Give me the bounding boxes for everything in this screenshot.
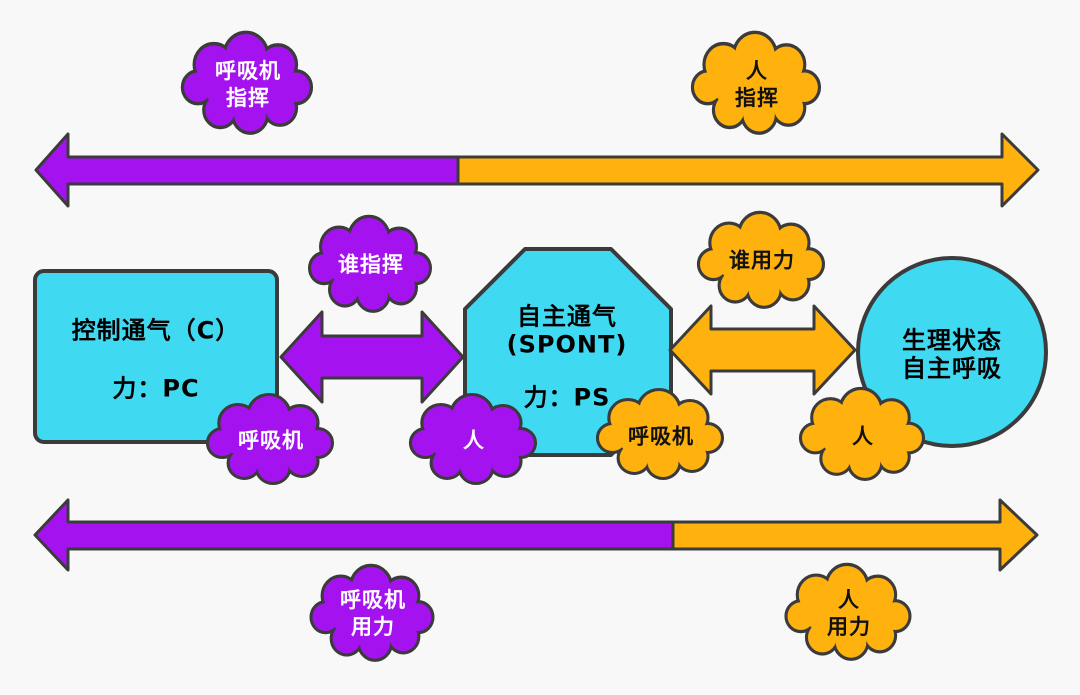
- cloud-text-line: 呼吸机: [340, 588, 406, 613]
- clouds-group: [180, 30, 926, 662]
- cloud-bump: [430, 415, 518, 467]
- cloud-text-line: 人: [746, 59, 768, 84]
- cloud-text-line: 指挥: [226, 86, 270, 110]
- circle-line1: 生理状态: [902, 326, 1002, 355]
- octagon-force: 力：PS: [523, 383, 611, 412]
- cloud-text-line: 指挥: [735, 86, 779, 110]
- who-works-double-arrow: [668, 304, 857, 396]
- who-commands-double-arrow: [279, 310, 465, 404]
- cloud-label-person-effort: 人 用力: [827, 587, 871, 641]
- cloud-label-who-commands: 谁指挥: [338, 252, 404, 277]
- ventilator-cloud-right: [595, 388, 725, 480]
- cloud-label-person-commands: 人 指挥: [735, 58, 779, 112]
- cloud-bump: [329, 238, 413, 294]
- cloud-text-line: 呼吸机: [215, 59, 281, 84]
- cloud-bump: [617, 410, 705, 462]
- control-box-force: 力：PC: [112, 374, 200, 403]
- cloud-text-line: 人: [838, 588, 860, 613]
- who-commands-cloud: [308, 214, 432, 313]
- person-effort-cloud: [784, 562, 912, 661]
- person-cloud-left: [408, 393, 538, 485]
- cloud-bump: [820, 409, 906, 463]
- control-ventilation-box: [33, 269, 279, 444]
- person-commands-cloud: [690, 30, 822, 135]
- top-arrow-purple-segment: [34, 132, 460, 208]
- circle-line2: 自主呼吸: [902, 354, 1002, 383]
- cloud-label-person-right: 人: [852, 424, 874, 449]
- person-cloud-right: [798, 386, 926, 481]
- octagon-title: 自主通气: [517, 302, 617, 331]
- cloud-label-ventilator-left: 呼吸机: [238, 428, 304, 453]
- ventilator-effort-cloud: [309, 563, 435, 662]
- cloud-bump: [227, 415, 315, 467]
- physiology-circle: [856, 256, 1048, 448]
- control-box-title: 控制通气（C）: [71, 316, 241, 345]
- cloud-label-ventilator-right: 呼吸机: [628, 424, 694, 449]
- ventilator-cloud-left: [205, 393, 335, 485]
- cloud-bump: [712, 55, 802, 115]
- cloud-text-line: 用力: [351, 615, 395, 639]
- cloud-label-person-left: 人: [463, 428, 485, 453]
- who-works-cloud: [696, 210, 826, 309]
- cloud-label-ventilator-commands: 呼吸机 指挥: [215, 58, 281, 112]
- bottom-arrow-purple-segment: [33, 498, 675, 572]
- cloud-bump: [718, 234, 806, 290]
- ventilator-commands-cloud: [180, 30, 314, 135]
- top-arrow-orange-segment: [456, 132, 1040, 208]
- octagon-subtitle: (SPONT): [506, 330, 628, 359]
- cloud-bump: [203, 55, 293, 115]
- bottom-arrow-orange-segment: [671, 498, 1039, 572]
- cloud-label-ventilator-effort: 呼吸机 用力: [340, 587, 406, 641]
- cloud-bump: [330, 587, 416, 643]
- cloud-bump: [805, 586, 893, 642]
- cloud-label-who-works: 谁用力: [729, 248, 795, 273]
- cloud-text-line: 用力: [827, 615, 871, 639]
